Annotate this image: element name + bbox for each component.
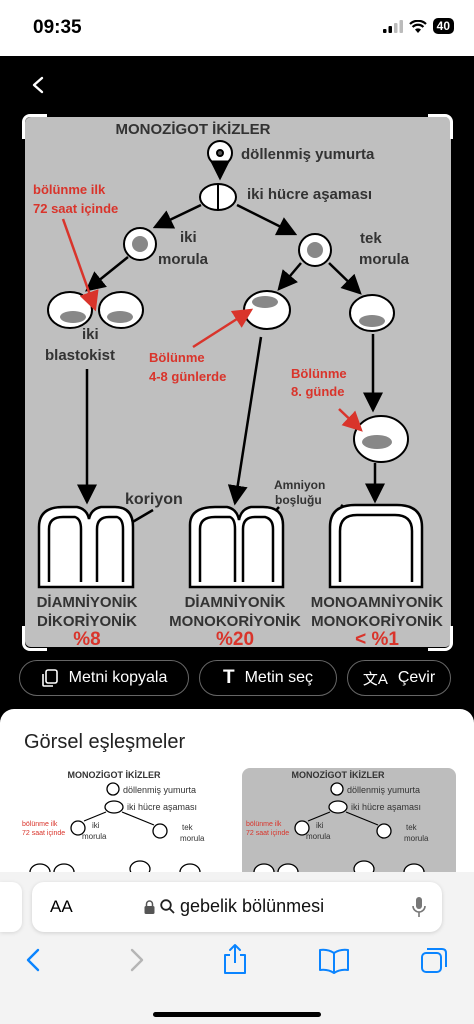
signal-icon [382, 19, 403, 33]
label-amnion-a: Amniyon [274, 478, 325, 492]
thumb2-tek: tek [406, 823, 418, 832]
translate-label: Çevir [397, 669, 436, 686]
search-query: gebelik bölünmesi [180, 896, 325, 916]
outcome-2-line2: MONOKORİYONİK [169, 613, 301, 630]
thumb1-egg: döllenmiş yumurta [123, 785, 196, 795]
address-bar[interactable]: AA gebelik bölünmesi [32, 882, 442, 932]
thumb1-iki: iki [92, 821, 100, 830]
browser-forward-icon[interactable] [128, 947, 146, 973]
reader-aa-button[interactable]: AA [50, 897, 73, 916]
thumb2-split-a: bölünme ilk [246, 821, 282, 828]
back-icon[interactable] [30, 76, 48, 94]
tabs-icon[interactable] [420, 946, 448, 974]
label-fertilized-egg: döllenmiş yumurta [241, 146, 375, 163]
copy-text-button[interactable]: Metni kopyala [19, 660, 189, 696]
copy-text-label: Metni kopyala [68, 669, 168, 686]
label-two-blast-b: blastokist [45, 347, 115, 364]
label-amnion-b: boşluğu [275, 493, 322, 507]
outcome-1-percent: %8 [73, 629, 100, 647]
result-thumbnail-2[interactable]: MONOZİGOT İKİZLER döllenmiş yumurta iki … [242, 768, 456, 880]
outcome-1-line1: DİAMNİYONİK [37, 594, 138, 611]
sac-monoamniotic [328, 503, 424, 589]
label-split-8-a: Bölünme [291, 366, 347, 381]
visual-matches-heading: Görsel eşleşmeler [24, 731, 186, 753]
label-two-cell: iki hücre aşaması [247, 186, 372, 203]
address-text[interactable]: gebelik bölünmesi [144, 896, 324, 917]
select-text-button[interactable]: T Metin seç [199, 660, 337, 696]
browser-back-icon[interactable] [24, 947, 42, 973]
label-one-morula-a: tek [360, 230, 382, 247]
crop-corner-bl[interactable] [22, 626, 47, 651]
crop-corner-tr[interactable] [428, 114, 453, 139]
sac-monochorionic [188, 505, 285, 589]
outcome-3-percent: < %1 [355, 629, 399, 647]
text-t-icon: T [222, 667, 235, 688]
battery-icon: 40 [432, 18, 454, 34]
sac-dichorionic [37, 505, 135, 589]
outcome-1-line2: DİKORİYONİK [37, 613, 137, 630]
label-split-8-b: 8. günde [291, 384, 344, 399]
thumb1-split-b: 72 saat içinde [22, 830, 65, 837]
translate-button[interactable]: 文A Çevir [347, 660, 451, 696]
microphone-icon[interactable] [412, 896, 426, 918]
thumb1-tek: tek [182, 823, 194, 832]
label-two-morula-b: morula [158, 251, 209, 268]
crop-corner-tl[interactable] [22, 114, 47, 139]
thumb2-egg: döllenmiş yumurta [347, 785, 420, 795]
share-icon[interactable] [222, 943, 248, 975]
outcome-3-line2: MONOKORİYONİK [311, 613, 443, 630]
translate-icon: 文A [362, 670, 388, 688]
previous-tab-preview[interactable] [0, 882, 22, 932]
thumb1-morula-b: morula [180, 834, 205, 843]
outcome-2-percent: %20 [216, 629, 254, 647]
select-text-label: Metin seç [244, 669, 314, 686]
label-split-48-b: 4-8 günlerde [149, 369, 226, 384]
status-icons: 40 [382, 18, 454, 34]
thumb1-split-a: bölünme ilk [22, 821, 58, 828]
status-time: 09:35 [33, 17, 82, 38]
outcome-2-line1: DİAMNİYONİK [185, 594, 286, 611]
copy-icon [41, 669, 58, 687]
label-two-blast-a: iki [82, 326, 99, 343]
thumb2-two-cell: iki hücre aşaması [351, 802, 421, 812]
label-split-48-a: Bölünme [149, 350, 205, 365]
thumb2-title: MONOZİGOT İKİZLER [292, 770, 385, 780]
lock-icon [144, 899, 155, 914]
diagram-title: MONOZİGOT İKİZLER [116, 121, 271, 138]
result-thumbnail-1[interactable]: MONOZİGOT İKİZLER döllenmiş yumurta iki … [18, 768, 232, 880]
home-indicator [153, 1012, 321, 1017]
thumb2-split-b: 72 saat içinde [246, 830, 289, 837]
search-icon [160, 899, 175, 914]
label-split-72-b: 72 saat içinde [33, 201, 118, 216]
thumb1-two-cell: iki hücre aşaması [127, 802, 197, 812]
wifi-icon [408, 19, 427, 33]
label-split-72-a: bölünme ilk [33, 182, 106, 197]
thumb2-morula-a: morula [306, 832, 331, 841]
thumb2-iki: iki [316, 821, 324, 830]
browser-toolbar: AA gebelik bölünmesi [0, 872, 474, 1024]
label-one-morula-b: morula [359, 251, 410, 268]
label-two-morula-a: iki [180, 229, 197, 246]
thumb1-morula-a: morula [82, 832, 107, 841]
status-bar: 09:35 40 [0, 0, 474, 56]
thumb1-title: MONOZİGOT İKİZLER [68, 770, 161, 780]
twin-diagram-image[interactable]: MONOZİGOT İKİZLER döllenmiş yumurta iki … [25, 117, 451, 647]
outcome-3-line1: MONOAMNİYONİK [311, 594, 444, 611]
crop-corner-br[interactable] [428, 626, 453, 651]
thumb2-morula-b: morula [404, 834, 429, 843]
label-chorion: koriyon [125, 491, 183, 508]
bookmarks-icon[interactable] [318, 948, 350, 974]
